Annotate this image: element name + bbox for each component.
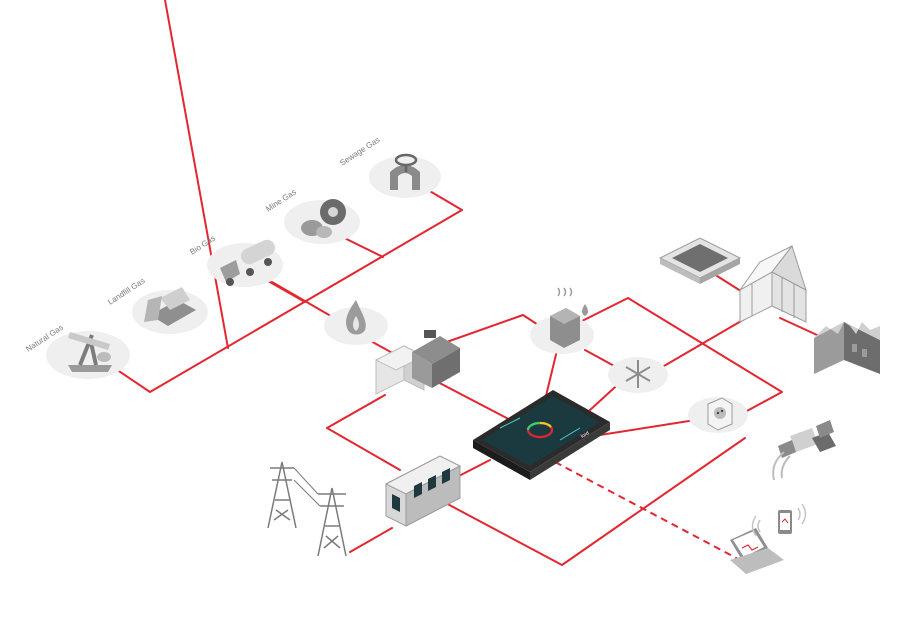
factory-node	[814, 322, 880, 374]
socket-node	[688, 397, 748, 433]
gas-source-landfill: Landfill Gas	[106, 276, 208, 334]
gas-source-natural: Natural Gas	[24, 323, 130, 379]
engine-icon	[374, 330, 460, 395]
controller-tablet[interactable]: lord	[473, 390, 610, 480]
snowflake-icon	[625, 360, 651, 388]
greenhouse-icon	[739, 244, 807, 323]
connection-lines	[94, 0, 829, 566]
heater-node	[530, 287, 594, 354]
satellite-node	[772, 420, 836, 481]
gauge-icon	[526, 421, 554, 439]
gas-sources: Natural Gas Landfill Gas Bio Gas	[24, 135, 441, 379]
line-switchgear-controller	[454, 459, 491, 479]
power-socket-icon	[707, 397, 733, 431]
flame-icon	[346, 300, 366, 335]
switchgear-cabinet-icon	[384, 455, 462, 527]
disc	[369, 156, 441, 198]
greenhouse-node	[739, 244, 807, 323]
gas-source-bio: Bio Gas	[188, 234, 283, 287]
line-lower-loop	[439, 437, 746, 566]
line-engine-controller	[429, 377, 521, 426]
bulldozer-icon	[144, 287, 196, 326]
switchgear-node	[384, 455, 462, 527]
transmission-tower-icon	[267, 461, 347, 557]
cooling-node	[608, 357, 668, 393]
power-grid-node	[267, 461, 347, 557]
gas-source-sewage: Sewage Gas	[338, 135, 441, 198]
swimming-pool-icon	[658, 237, 742, 284]
brand-logo: lord	[580, 430, 590, 439]
line-engine-heater	[326, 394, 401, 471]
wifi-signal-icon	[751, 503, 807, 537]
satellite-icon	[772, 420, 836, 481]
gas-source-mine: Mine Gas	[264, 187, 360, 244]
line-remote-link	[554, 461, 741, 561]
line-landfill	[164, 0, 229, 349]
remote-devices-node	[730, 503, 807, 574]
tanker-truck-icon	[220, 239, 276, 286]
boiler-icon	[550, 287, 580, 348]
sewer-valve-icon	[390, 153, 420, 190]
flame-node	[324, 300, 388, 345]
mine-gear-icon	[301, 199, 346, 238]
water-drop-icon	[582, 304, 588, 316]
gas-label-sewage: Sewage Gas	[338, 135, 381, 167]
line-heater-grid	[579, 297, 783, 413]
controller-node: lord	[473, 390, 610, 480]
line-switchgear-pylon	[349, 527, 393, 553]
gas-label-bio: Bio Gas	[188, 234, 217, 257]
pool-node	[658, 237, 742, 284]
laptop-icon[interactable]	[730, 528, 784, 574]
smartphone-icon[interactable]	[778, 510, 792, 534]
chp-engine	[374, 330, 460, 395]
factory-icon	[814, 322, 880, 374]
pumpjack-icon	[68, 332, 112, 372]
